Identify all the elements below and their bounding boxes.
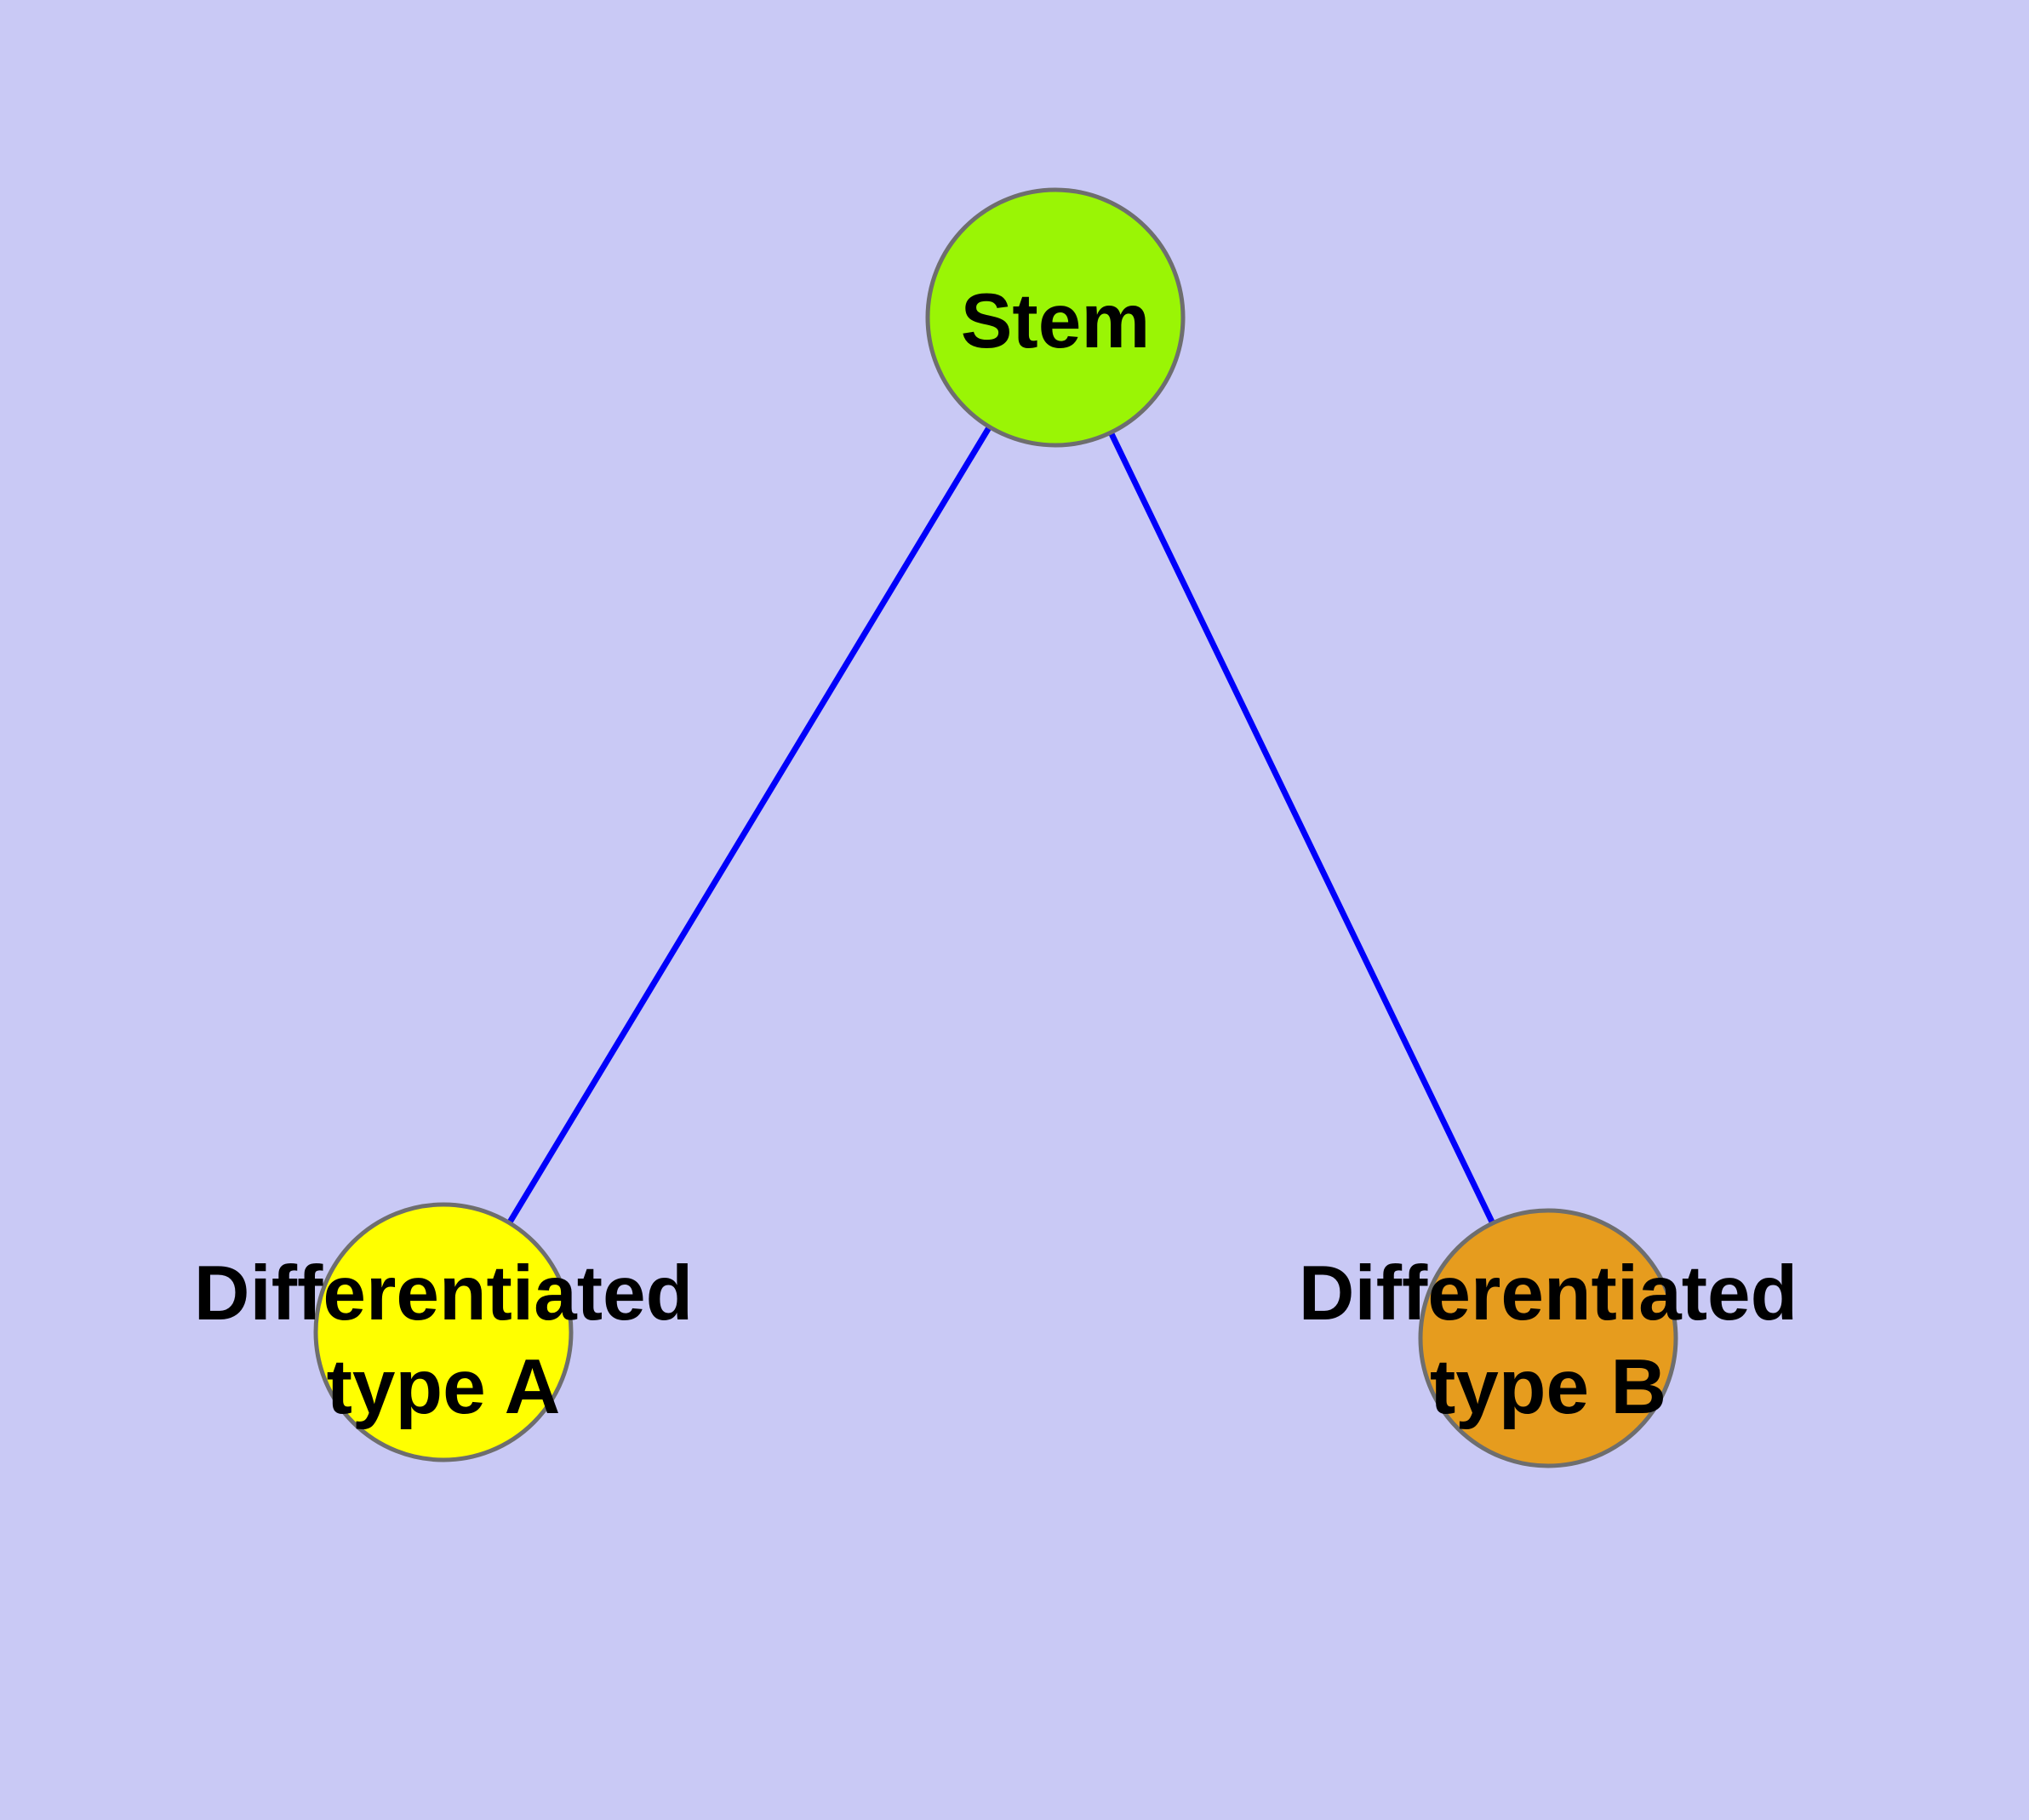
edge-stem-to-type-b xyxy=(1052,314,1552,1342)
node-type-b-label-line-1: Differentiated xyxy=(1299,1251,1798,1336)
node-type-a-label-line-1: Differentiated xyxy=(194,1251,694,1336)
node-type-b-label-line-2: type B xyxy=(1430,1344,1666,1430)
node-stem-label: Stem xyxy=(961,278,1151,364)
node-stem xyxy=(925,187,1186,448)
node-differentiated-type-b xyxy=(1418,1208,1678,1468)
node-type-a-label-line-2: type A xyxy=(327,1344,561,1430)
edge-stem-to-type-a xyxy=(440,314,1059,1336)
node-differentiated-type-a xyxy=(313,1202,574,1462)
